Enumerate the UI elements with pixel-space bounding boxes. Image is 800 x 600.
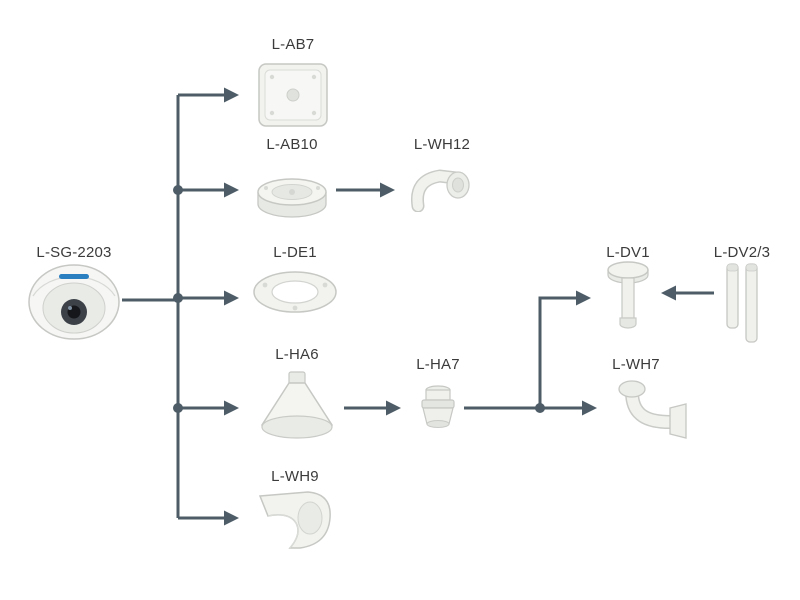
junction-dot-ab10 [173, 185, 183, 195]
label-l-wh7: L-WH7 [612, 356, 660, 373]
extension-poles-image [726, 263, 758, 343]
label-l-sg-2203: L-SG-2203 [36, 244, 112, 261]
ceiling-mount-pole-image [607, 261, 649, 329]
label-l-dv23: L-DV2/3 [713, 244, 771, 261]
dome-camera-image [28, 264, 120, 340]
label-l-wh12: L-WH12 [413, 136, 471, 153]
label-l-ha6: L-HA6 [275, 346, 319, 363]
label-l-ab10: L-AB10 [266, 136, 318, 153]
label-l-ab7: L-AB7 [271, 36, 315, 53]
junction-dot-de1 [173, 293, 183, 303]
label-l-de1: L-DE1 [273, 244, 317, 261]
wall-mount-arm-image [618, 380, 687, 439]
label-l-dv1: L-DV1 [606, 244, 650, 261]
wall-mount-hood-image [410, 169, 470, 212]
label-l-ha7: L-HA7 [416, 356, 460, 373]
junction-dot-dv-split [535, 403, 545, 413]
junction-box-round-image [257, 178, 327, 218]
connector-junction-to-dv1 [538, 290, 591, 408]
adapter-cylinder-image [421, 385, 455, 428]
pendant-cap-image [261, 371, 333, 439]
ceiling-ring-image [253, 271, 337, 313]
label-l-wh9: L-WH9 [271, 468, 319, 485]
junction-box-square-image [258, 63, 328, 127]
wall-bracket-image [258, 491, 331, 549]
junction-dot-ha6 [173, 403, 183, 413]
